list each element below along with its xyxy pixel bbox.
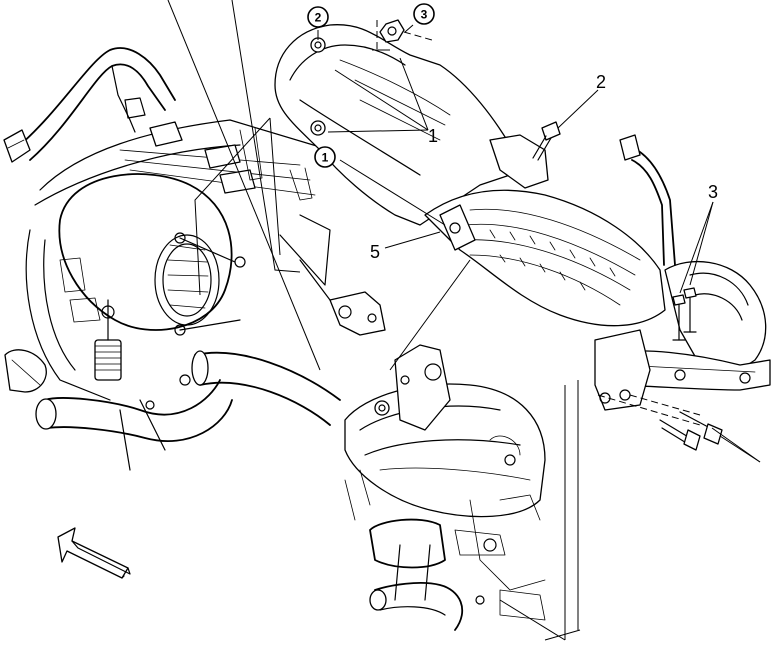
circled-callout-2: 2 <box>307 6 329 28</box>
nut-icon <box>379 19 405 43</box>
callout-label-1: 1 <box>428 126 438 146</box>
circled-callout-1-label: 1 <box>322 151 329 165</box>
callout-label-2: 2 <box>596 72 606 92</box>
circled-callout-3-label: 3 <box>421 8 428 22</box>
fasteners <box>379 19 723 451</box>
bolt-icon <box>679 411 723 445</box>
circled-callout-2-label: 2 <box>315 11 322 25</box>
bolt-icon <box>659 419 701 451</box>
lower-exhaust-assembly <box>344 344 546 631</box>
leader-lines <box>167 0 761 641</box>
callout-label-3: 3 <box>708 182 718 202</box>
engine-assembly <box>3 47 386 471</box>
callouts: 1 2 3 5 1 2 3 <box>307 3 718 262</box>
circled-callout-3: 3 <box>413 3 435 25</box>
bolt-icon <box>672 294 686 341</box>
bolt-icon <box>683 287 697 333</box>
bolt-icon <box>532 121 561 161</box>
front-direction-arrow-icon <box>57 527 131 579</box>
circled-callout-1: 1 <box>314 146 336 168</box>
callout-label-5: 5 <box>370 242 380 262</box>
